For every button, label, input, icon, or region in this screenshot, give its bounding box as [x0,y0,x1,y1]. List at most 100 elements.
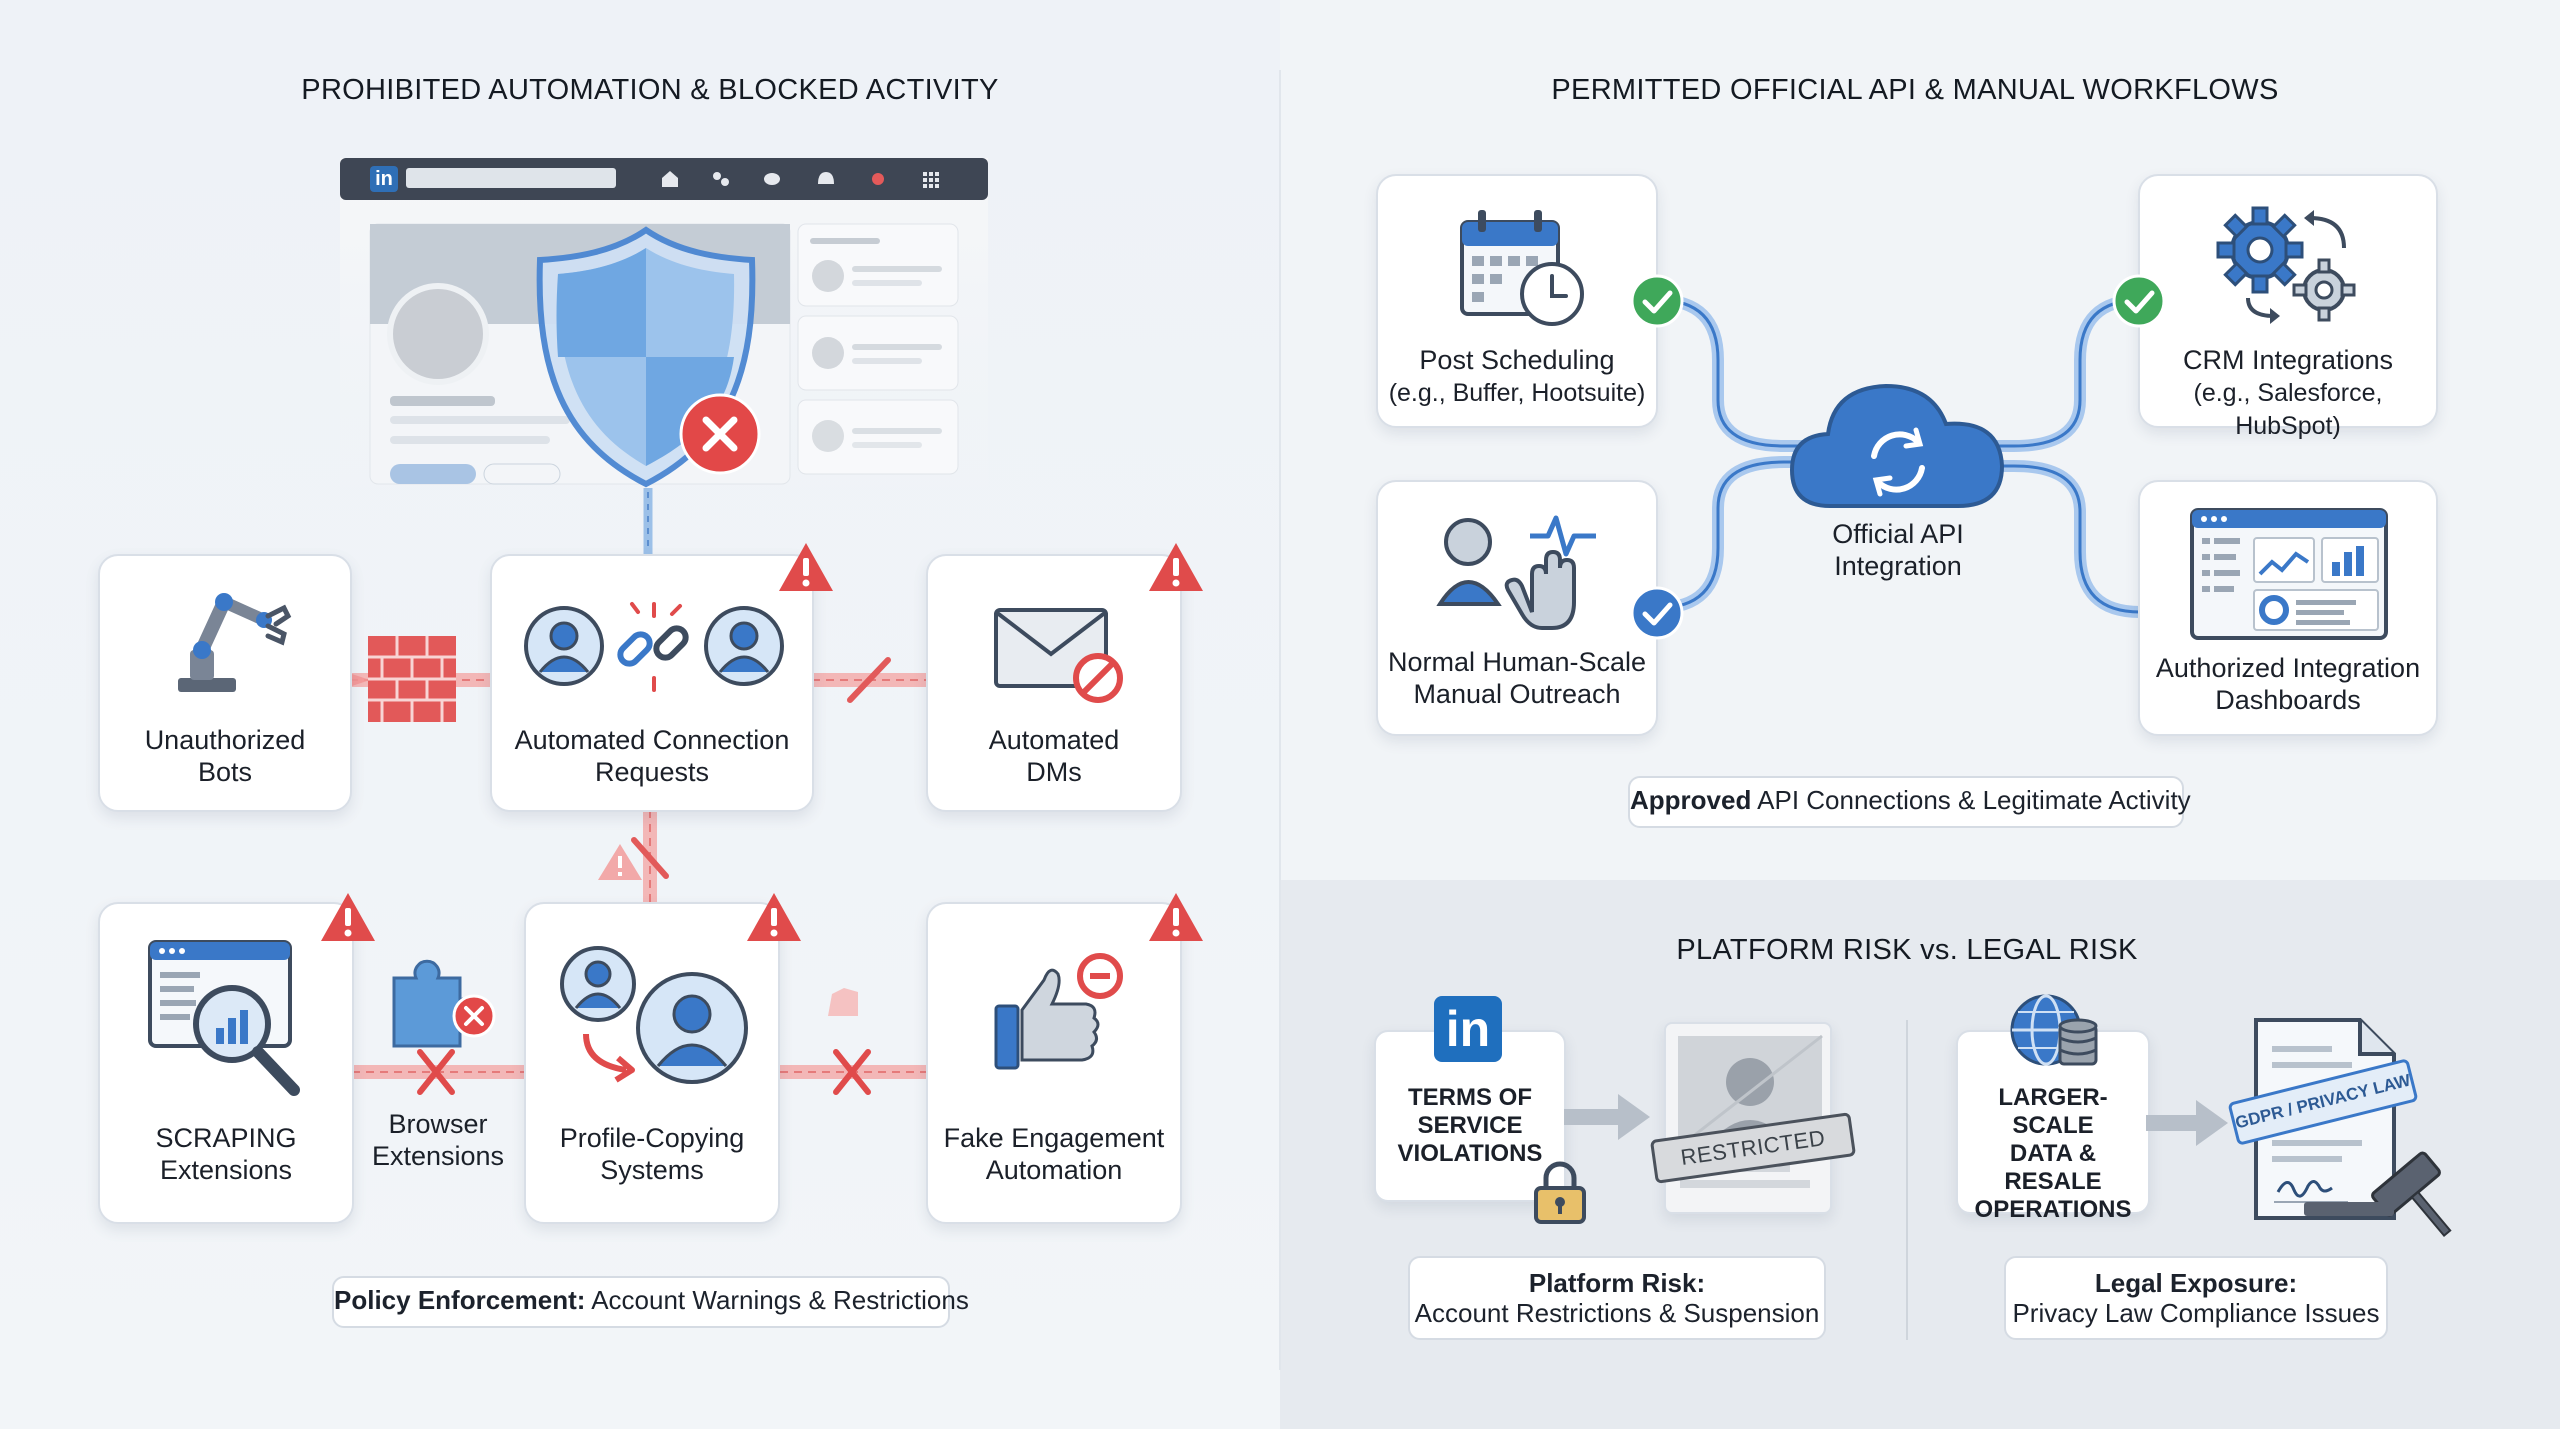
label-line1: CRM Integrations [2182,345,2394,375]
card-post-scheduling: Post Scheduling (e.g., Buffer, Hootsuite) [1376,174,1658,428]
label-line2: Extensions [371,1141,505,1171]
person-hand-icon [1436,515,1596,630]
linkedin-logo-icon: in [1434,996,1502,1062]
arrow-right-icon [1564,1094,1650,1140]
label-line1: Automated Connection [514,725,790,755]
api-connectors [1652,294,2146,618]
caption-bold: Legal Exposure: [2094,1268,2298,1298]
api-cloud-hub [1789,382,2006,512]
warning-icon [1149,543,1203,591]
label-line1: Fake Engagement [943,1123,1165,1153]
card-label: CRM Integrations (e.g., Salesforce, HubSp… [2140,344,2436,442]
section-divider [1279,70,1281,1370]
warning-icon [747,893,801,941]
label-line2: Manual Outreach [1413,679,1621,709]
legal-risk-caption: Legal Exposure:Privacy Law Compliance Is… [2004,1256,2388,1340]
label-line2: Bots [197,757,253,787]
firewall-icon [368,636,456,722]
label-line1: Normal Human-Scale [1387,647,1647,677]
risk-divider [1906,1020,1908,1340]
caption-bold: Platform Risk: [1528,1268,1706,1298]
check-icon [2112,274,2166,328]
label-line1: Browser [388,1109,488,1139]
card-crm-integrations: CRM Integrations (e.g., Salesforce, HubSp… [2138,174,2438,440]
risk-title: PLATFORM RISK vs. LEGAL RISK [1676,934,2138,966]
label-line2: Requests [594,757,710,787]
label-line1: Unauthorized [144,725,306,755]
data-line3: RESALE [2004,1168,2102,1195]
caption-text: Privacy Law Compliance Issues [2012,1298,2380,1328]
tos-line3: VIOLATIONS [1397,1140,1543,1167]
profile-copy-icon [560,946,748,1084]
gears-sync-icon [2216,206,2356,324]
caption-bold: Approved [1630,785,1752,815]
caption-text: API Connections & Legitimate Activity [1751,785,2191,815]
envelope-blocked-icon [994,608,1123,703]
label-line1: Authorized Integration [2155,653,2421,683]
tos-line1: TERMS OF [1408,1084,1532,1111]
card-label: Post Scheduling (e.g., Buffer, Hootsuite) [1378,344,1656,409]
label-line1: Automated [988,725,1120,755]
thumbs-up-blocked-icon [994,953,1123,1070]
arrow-right-icon [2146,1100,2228,1146]
warning-icon [1149,893,1203,941]
permitted-title: PERMITTED OFFICIAL API & MANUAL WORKFLOW… [1551,74,2279,106]
label-line2: Extensions [159,1155,293,1185]
label-line2: Automation [985,1155,1123,1185]
prohibited-title: PROHIBITED AUTOMATION & BLOCKED ACTIVITY [301,74,999,106]
caption-bold: Policy Enforcement: [334,1285,586,1315]
policy-enforcement-caption: Policy Enforcement: Account Warnings & R… [332,1276,969,1328]
blocked-x-icon [678,392,762,476]
calendar-clock-icon [1460,210,1584,326]
data-line1: LARGER-SCALE [1998,1084,2108,1139]
label-line1: SCRAPING [155,1123,297,1153]
caption-text: Account Restrictions & Suspension [1414,1298,1820,1328]
label-line1: Post Scheduling [1419,345,1615,375]
label-line2: (e.g., Salesforce, HubSpot) [2193,379,2383,440]
dashboard-icon [2190,508,2388,640]
tos-line2: SERVICE [1417,1112,1523,1139]
globe-database-icon [2010,994,2098,1066]
scraping-magnifier-icon [148,940,300,1096]
approved-caption: Approved API Connections & Legitimate Ac… [1628,776,2191,828]
check-icon [1630,586,1684,640]
warning-icon [779,543,833,591]
text-line [1680,1180,1810,1188]
label-line1: Profile-Copying [559,1123,745,1153]
robot-arm-icon [178,593,292,692]
check-icon [1630,274,1684,328]
hub-line1: Official API [1832,519,1964,549]
cloud-sync-icon [1789,383,2005,508]
hub-line2: Integration [1834,551,1962,581]
platform-risk-caption: Platform Risk:Account Restrictions & Sus… [1408,1256,1826,1340]
label-line2: Systems [600,1155,704,1185]
caption-text: Account Warnings & Restrictions [585,1285,969,1315]
label-line2: (e.g., Buffer, Hootsuite) [1388,379,1646,407]
linkedin-logo-icon: in [375,168,393,190]
warning-icon [321,893,375,941]
data-line4: OPERATIONS [1974,1196,2132,1223]
data-line2: DATA & [2009,1140,2097,1167]
puzzle-blocked-icon [386,954,496,1054]
label-line2: Dashboards [2215,685,2361,715]
broken-connection-icon [524,602,784,692]
label-line2: DMs [1026,757,1082,787]
